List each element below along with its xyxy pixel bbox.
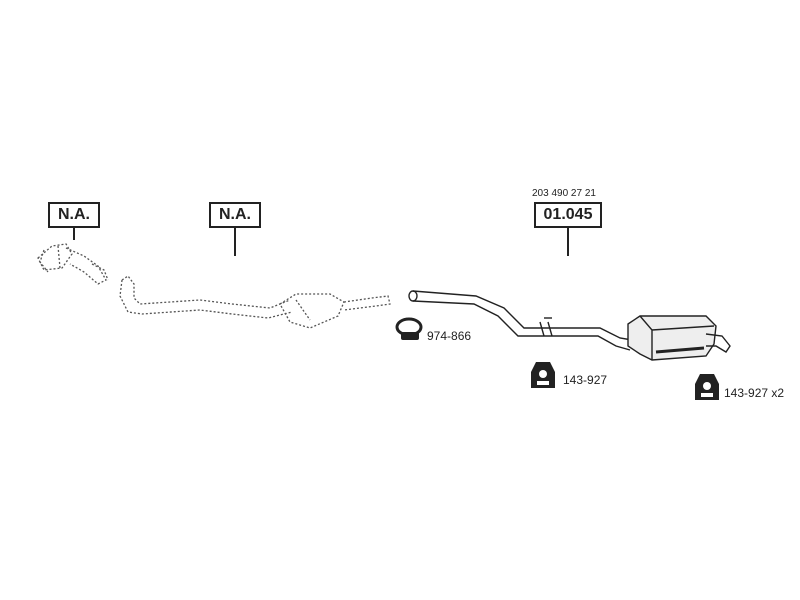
part-number-callout: 01.045 [534,202,602,228]
hanger-part-number: 143-927 [563,373,608,387]
hanger-part-number-x2: 143-927 x2 [724,386,785,400]
leader-line [567,226,569,256]
clamp-part-number: 974-866 [427,329,472,343]
leader-line [234,226,236,256]
leader-line [73,226,75,240]
rubber-hanger-icon [531,362,555,388]
rubber-hanger-icon [695,374,719,400]
na-callout-left: N.A. [48,202,100,228]
manifold-downpipe-dotted [37,243,109,285]
na-callout-center: N.A. [209,202,261,228]
rear-silencer-assembly [408,290,731,361]
oem-number: 203 490 27 21 [532,188,596,199]
clamp-icon [395,317,423,340]
intermediate-pipe-dotted [119,275,391,329]
